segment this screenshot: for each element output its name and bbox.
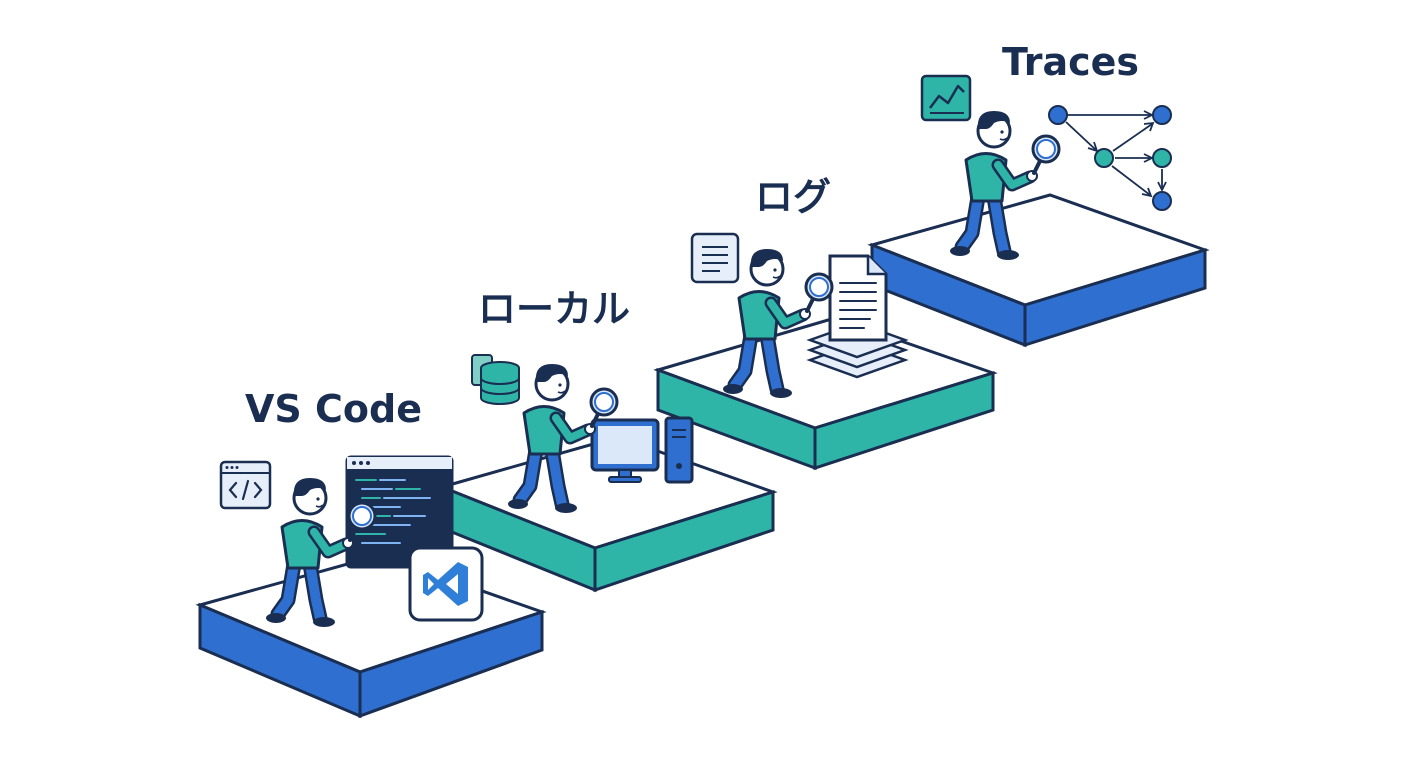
log-stack-icon [806,254,909,379]
stage-label-traces: Traces [1002,40,1139,84]
stage-label-local: ローカル [478,287,630,331]
chart-icon [920,74,972,122]
stage-label-vscode: VS Code [245,387,422,431]
document-icon [690,232,740,284]
stage-label-logs: ログ [755,175,831,219]
desktop-computer-icon [590,416,694,484]
trace-graph-icon [1048,105,1172,211]
database-icon [471,354,520,405]
code-window-icon [219,460,272,510]
platform-vscode [195,553,547,719]
code-editor-icon [345,455,454,569]
platform-traces [867,193,1210,348]
vscode-logo-icon [408,546,484,622]
